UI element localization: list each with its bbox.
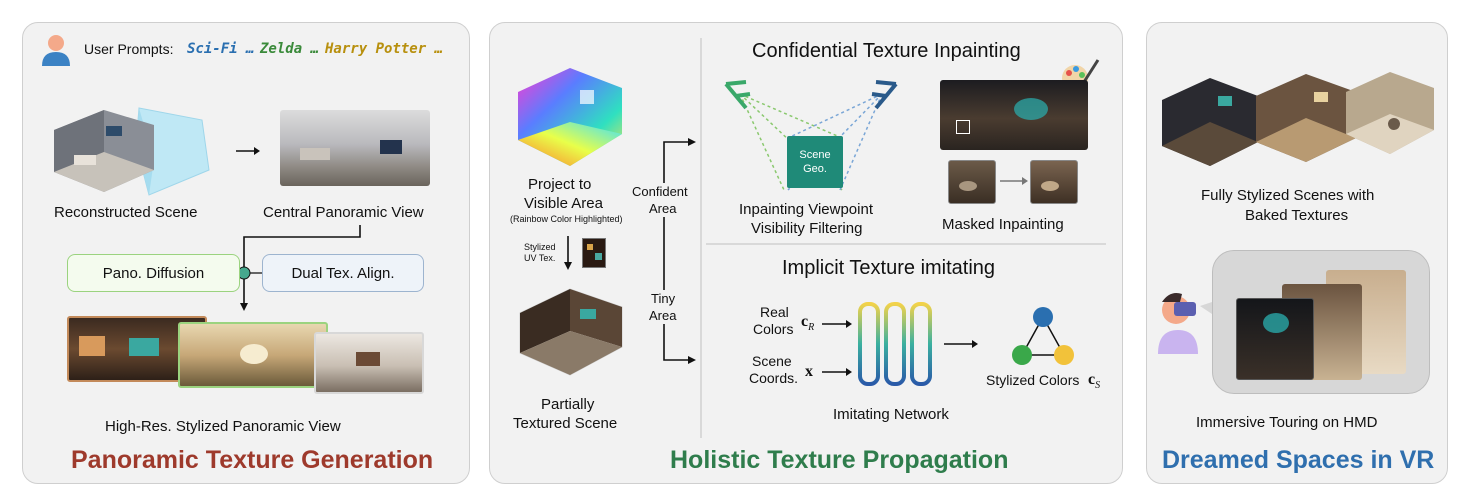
tiny-line2: Area: [647, 307, 679, 324]
fully-line1: Fully Stylized Scenes with: [1201, 187, 1375, 204]
prompt-harry-potter: Harry Potter …: [325, 41, 444, 57]
project-line2: Visible Area: [524, 195, 603, 212]
tiny-line1: Tiny: [649, 290, 678, 307]
prompt-zelda: Zelda …: [260, 41, 320, 57]
panel2-title: Holistic Texture Propagation: [670, 446, 1009, 474]
viewpoint-line1: Inpainting Viewpoint: [739, 201, 873, 218]
masked-output-thumb: [1030, 160, 1078, 204]
panoramic-texture-generation-panel: [22, 22, 470, 484]
dual-tex-align-box: Dual Tex. Align.: [262, 254, 424, 292]
stylized-colors-label: Stylized Colors: [986, 372, 1080, 388]
fully-line2: Baked Textures: [1245, 207, 1349, 224]
stylized-line1: Stylized: [524, 242, 556, 252]
rainbow-note: (Rainbow Color Highlighted): [510, 214, 623, 224]
stylized-scenes-image: [1162, 72, 1434, 166]
project-line1: Project to: [528, 176, 592, 193]
implicit-title: Implicit Texture imitating: [782, 257, 996, 279]
partial-room-image: [519, 288, 623, 376]
pano-diffusion-box: Pano. Diffusion: [67, 254, 240, 292]
user-avatar-icon: [42, 35, 70, 66]
central-panoramic-image: [280, 110, 430, 186]
reconstructed-scene-image: [54, 107, 210, 196]
scene-line2: Coords.: [749, 370, 799, 386]
scene-geo-line1: Scene: [799, 149, 831, 161]
panel1-title: Panoramic Texture Generation: [71, 446, 434, 474]
branch-connector: [663, 138, 696, 364]
scene-line1: Scene: [752, 353, 792, 369]
uv-texture-thumb: [582, 238, 606, 268]
reconstructed-scene-label: Reconstructed Scene: [54, 204, 198, 221]
vertical-divider: [700, 38, 702, 438]
arrow-down-icon: [564, 236, 572, 270]
color-triangle-icon: [1012, 307, 1074, 365]
immersive-label: Immersive Touring on HMD: [1196, 414, 1378, 431]
real-line1: Real: [760, 304, 789, 320]
vr-view-front: [1236, 298, 1314, 380]
real-line2: Colors: [753, 321, 794, 337]
real-symbol: cR: [801, 313, 815, 334]
inpainting-pano-image: [940, 80, 1088, 150]
horizontal-divider: [706, 243, 1106, 245]
user-prompts-label: User Prompts:: [84, 41, 174, 57]
masked-inpainting-label: Masked Inpainting: [942, 216, 1064, 233]
imitating-network-label: Imitating Network: [833, 406, 949, 423]
coord-symbol: x: [805, 363, 813, 380]
confident-line1: Confident: [630, 183, 690, 200]
prompt-scifi: Sci-Fi …: [187, 41, 255, 57]
stylized-line2: UV Tex.: [524, 253, 556, 263]
imitating-network-diagram: [822, 302, 978, 386]
stylized-pano-2: [178, 322, 328, 388]
viewpoint-line2: Visibility Filtering: [751, 220, 863, 237]
partial-line2: Textured Scene: [513, 415, 618, 432]
panel3-title: Dreamed Spaces in VR: [1162, 446, 1435, 474]
masked-input-thumb: [948, 160, 996, 204]
scene-geo-line2: Geo.: [803, 163, 827, 175]
confident-line2: Area: [647, 200, 679, 217]
confidential-title: Confidential Texture Inpainting: [752, 40, 1021, 62]
high-res-pano-label: High-Res. Stylized Panoramic View: [105, 418, 341, 435]
rainbow-room-image: [518, 68, 622, 166]
partial-line1: Partially: [541, 396, 595, 413]
stylized-pano-3: [314, 332, 424, 394]
scene-geo-box: Scene Geo.: [787, 136, 843, 188]
stylized-symbol: cS: [1088, 371, 1101, 392]
arrow-right-gray-icon: [1000, 177, 1028, 185]
vr-headset-user-icon: [1158, 293, 1212, 354]
central-panoramic-label: Central Panoramic View: [263, 204, 424, 221]
arrow-right-icon: [236, 147, 260, 155]
